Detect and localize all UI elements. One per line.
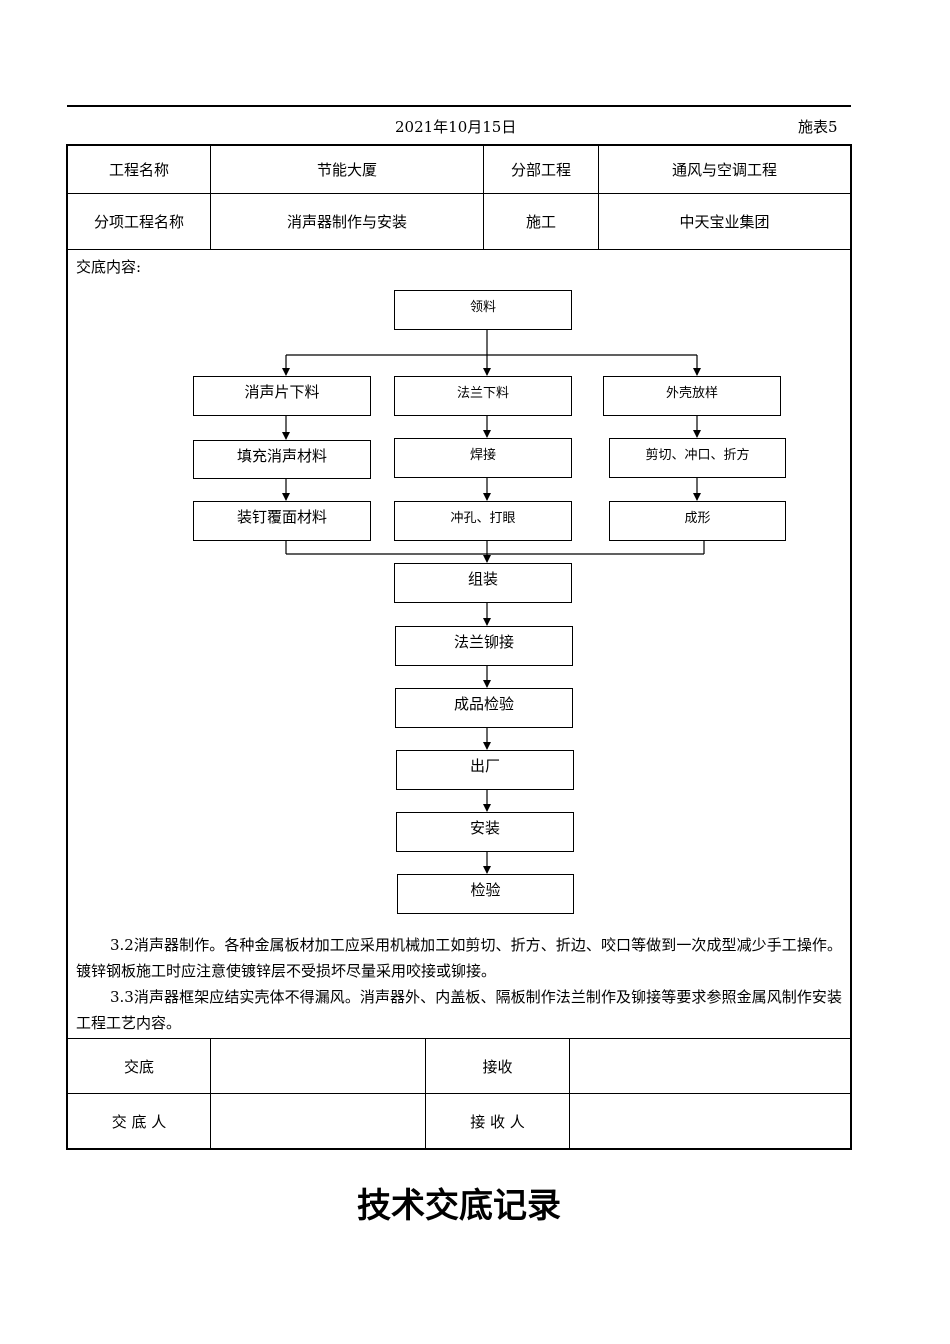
flow-step-ship: 出厂 (396, 750, 574, 790)
table-rule (67, 193, 851, 194)
flow-step-col3-2: 剪切、冲口、折方 (609, 438, 786, 478)
flow-step-inspect: 检验 (397, 874, 574, 914)
table-rule (598, 145, 599, 249)
paragraph-3-2: 3.2消声器制作。各种金属板材加工应采用机械加工如剪切、折方、折边、咬口等做到一… (76, 932, 842, 984)
division-value: 通风与空调工程 (671, 160, 777, 179)
flow-step-final-inspection: 成品检验 (395, 688, 573, 728)
table-rule (425, 1038, 426, 1149)
subitem-label: 分项工程名称 (93, 213, 184, 231)
flow-step-start: 领料 (394, 290, 572, 330)
date-text: 2021年10月15日 (395, 118, 517, 136)
table-rule (67, 1038, 851, 1039)
paragraph-text: 3.2消声器制作。各种金属板材加工应采用机械加工如剪切、折方、折边、咬口等做到一… (76, 936, 842, 980)
table-rule (67, 1093, 851, 1094)
table-rule (483, 145, 484, 249)
table-rule (210, 1038, 211, 1149)
table-rule (569, 1038, 570, 1149)
flow-step-col2-1: 法兰下料 (394, 376, 572, 416)
top-rule (67, 105, 851, 107)
handover-field[interactable] (211, 1039, 425, 1093)
receive-person-field[interactable] (570, 1094, 850, 1149)
flow-step-assemble: 组装 (394, 563, 572, 603)
division-label: 分部工程 (510, 160, 571, 179)
project-name-value: 节能大厦 (316, 160, 377, 179)
project-name-label: 工程名称 (108, 160, 169, 179)
handover-label: 交底 (123, 1057, 154, 1076)
technical-briefing-table (66, 144, 852, 1150)
handover-person-label: 交 底 人 (111, 1113, 167, 1131)
receive-person-label: 接 收 人 (470, 1113, 525, 1131)
form-code: 施表5 (798, 118, 838, 136)
construction-value: 中天宝业集团 (679, 213, 770, 231)
table-rule (67, 249, 851, 250)
flow-step-col2-3: 冲孔、打眼 (394, 501, 572, 541)
table-rule (210, 145, 211, 249)
receive-field[interactable] (570, 1039, 850, 1093)
flow-step-col1-1: 消声片下料 (193, 376, 371, 416)
flow-step-col1-3: 装钉覆面材料 (193, 501, 371, 541)
flow-step-col2-2: 焊接 (394, 438, 572, 478)
flow-step-flange-rivet: 法兰铆接 (395, 626, 573, 666)
flow-step-col3-1: 外壳放样 (603, 376, 781, 416)
subitem-value: 消声器制作与安装 (286, 213, 407, 231)
paragraph-text: 3.3消声器框架应结实壳体不得漏风。消声器外、内盖板、隔板制作法兰制作及铆接等要… (76, 988, 842, 1032)
document-title: 技术交底记录 (357, 1186, 561, 1226)
receive-label: 接收 (482, 1057, 513, 1076)
handover-person-field[interactable] (211, 1094, 425, 1149)
flow-step-col1-2: 填充消声材料 (193, 440, 371, 479)
flow-step-install: 安装 (396, 812, 574, 852)
flow-step-col3-3: 成形 (609, 501, 786, 541)
paragraph-3-3: 3.3消声器框架应结实壳体不得漏风。消声器外、内盖板、隔板制作法兰制作及铆接等要… (76, 984, 842, 1036)
construction-label: 施工 (525, 213, 556, 231)
content-label: 交底内容: (76, 258, 142, 276)
